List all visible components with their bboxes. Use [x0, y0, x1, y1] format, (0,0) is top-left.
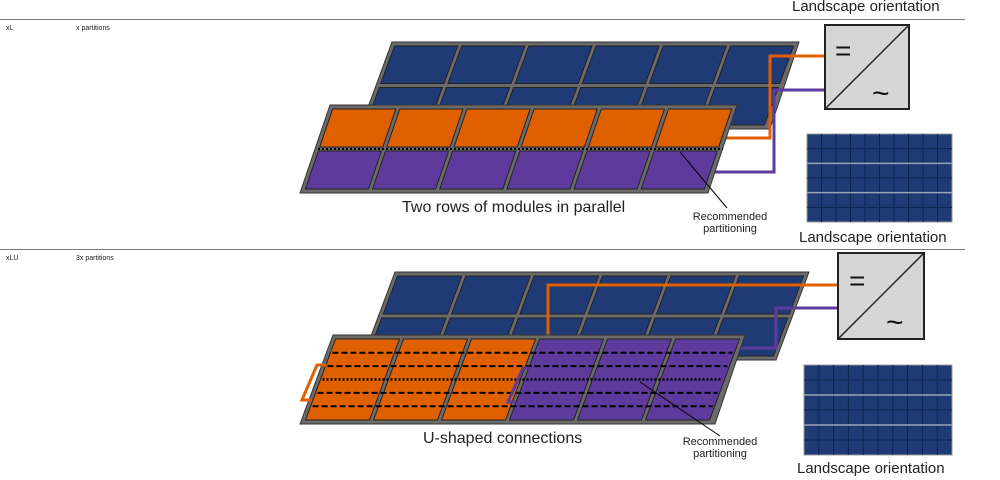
- section-partitions: x partitions: [76, 25, 110, 32]
- callout-line-1: Recommended: [692, 211, 768, 223]
- section-partitions: 3x partitions: [76, 255, 114, 262]
- pv-module: [380, 45, 459, 84]
- inverter: = ~: [837, 252, 925, 340]
- pv-module: [386, 108, 464, 148]
- callout-line: [679, 151, 728, 209]
- pv-module: [587, 108, 666, 148]
- callout-line-2: partitioning: [703, 223, 757, 235]
- module-icon: [806, 133, 953, 223]
- pv-module: [371, 150, 450, 190]
- pv-module: [648, 45, 728, 84]
- ac-symbol: ~: [872, 77, 890, 110]
- callout-line-2: partitioning: [693, 448, 747, 460]
- front-panel-array: [299, 104, 738, 194]
- front-panel-array: [299, 334, 746, 425]
- orange-wire: [718, 54, 825, 140]
- pv-module: [447, 45, 526, 84]
- pv-module: [519, 275, 600, 315]
- pv-module: [640, 150, 719, 190]
- pv-module: [587, 275, 668, 315]
- section-code: xL: [6, 25, 14, 32]
- ac-symbol: ~: [886, 306, 904, 339]
- module-caption: Landscape orientation: [799, 229, 947, 246]
- dc-symbol: =: [849, 265, 865, 296]
- callout-line: [639, 381, 721, 437]
- pv-module: [715, 45, 795, 84]
- callout-line-1: Recommended: [682, 436, 758, 448]
- array-caption: Two rows of modules in parallel: [402, 199, 626, 216]
- module-caption: Landscape orientation: [797, 460, 945, 477]
- pv-module: [450, 275, 531, 315]
- section-divider: [0, 249, 965, 250]
- callout-label: Recommended partitioning: [670, 436, 770, 460]
- module-icon: [803, 364, 953, 456]
- pv-module: [304, 150, 383, 190]
- pv-module: [654, 108, 733, 148]
- pv-module: [382, 275, 463, 315]
- dc-symbol: =: [835, 35, 851, 66]
- pv-module: [506, 150, 584, 190]
- pv-module: [438, 150, 517, 190]
- pv-module: [655, 275, 736, 315]
- section-code: xLU: [6, 255, 19, 262]
- purple-u-connector: [505, 366, 530, 404]
- pv-module: [573, 150, 651, 190]
- pv-module: [453, 108, 531, 148]
- purple-wire: [738, 306, 838, 350]
- pv-module: [514, 45, 593, 84]
- orange-u-connector: [299, 363, 326, 402]
- inverter: = ~: [824, 24, 910, 110]
- callout-label: Recommended partitioning: [680, 211, 780, 235]
- pv-module: [581, 45, 660, 84]
- pv-module: [520, 108, 599, 148]
- pv-module: [318, 108, 397, 148]
- header-caption: Landscape orientation: [792, 0, 940, 15]
- array-caption: U-shaped connections: [423, 430, 583, 447]
- section-divider: [0, 19, 965, 20]
- purple-wire: [712, 88, 825, 174]
